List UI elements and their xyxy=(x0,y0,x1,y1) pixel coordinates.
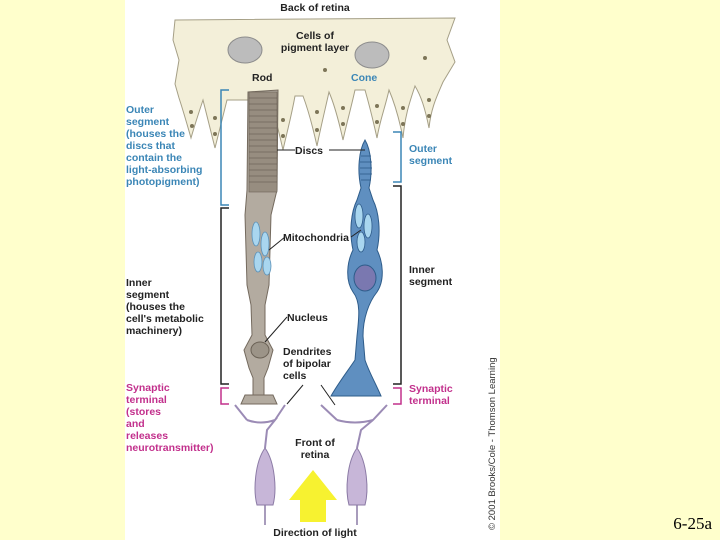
mitochondria-label: Mitochondria xyxy=(283,232,349,244)
discs-label: Discs xyxy=(295,145,324,157)
back-of-retina-label: Back of retina xyxy=(280,2,350,14)
front-of-retina-label: Front of retina xyxy=(295,437,335,461)
photoreceptor-diagram xyxy=(172,17,456,525)
rod-synaptic-terminal xyxy=(240,394,278,405)
light-direction-arrow xyxy=(289,470,337,522)
bipolar-cells xyxy=(234,404,388,525)
slide-number: 6-25a xyxy=(673,514,712,533)
cone-outer-segment-label: Outer segment xyxy=(409,143,453,167)
label-brackets xyxy=(220,89,402,405)
rod-inner-segment-label: Inner segment (houses the cell's metabol… xyxy=(126,277,204,337)
cone-mitochondria xyxy=(354,203,373,253)
rod-outer-segment-label: Outer segment (houses the discs that con… xyxy=(126,104,203,188)
pigment-cell-nucleus xyxy=(354,41,390,69)
rod-outer-segment-discs xyxy=(248,91,278,193)
direction-of-light-label: Direction of light xyxy=(273,527,357,539)
pigment-layer-label: Cells of pigment layer xyxy=(280,30,350,54)
cone-cell xyxy=(330,139,383,397)
leader-lines xyxy=(264,149,365,406)
cone-nucleus xyxy=(353,264,377,292)
nucleus-label: Nucleus xyxy=(287,312,328,324)
rod-cell xyxy=(240,89,279,405)
rod-label: Rod xyxy=(252,72,273,84)
cone-label: Cone xyxy=(351,72,378,84)
rod-synaptic-terminal-label: Synaptic terminal (stores and releases n… xyxy=(126,382,214,454)
retina-photoreceptor-figure: Back of retina Cells of pigment layer Ro… xyxy=(125,0,500,540)
dendrites-label: Dendrites of bipolar cells xyxy=(283,346,332,382)
rod-bipolar-cell xyxy=(254,447,276,506)
pigment-cell-nucleus xyxy=(227,36,263,64)
rod-nucleus xyxy=(250,341,270,359)
copyright-notice: © 2001 Brooks/Cole - Thomson Learning xyxy=(487,357,498,530)
cone-inner-segment-label: Inner segment xyxy=(409,264,453,288)
rod-mitochondria xyxy=(251,221,272,276)
cone-synaptic-terminal-label: Synaptic terminal xyxy=(409,383,453,407)
